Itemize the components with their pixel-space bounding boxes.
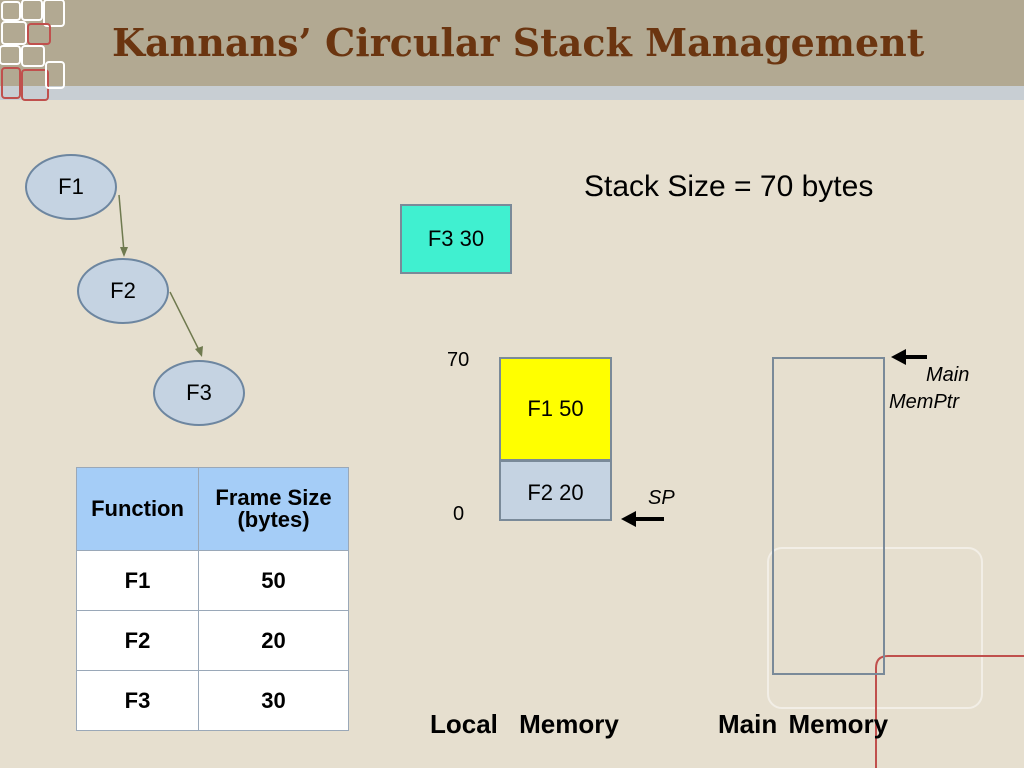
main-memory-label: Main Memory (718, 709, 889, 739)
local-memory-label: Local Memory (430, 709, 619, 739)
edge-f2-f3 (169, 291, 201, 353)
node-f3: F3 (153, 360, 245, 426)
title-bar (0, 0, 1024, 86)
stack-size-label: Stack Size = 70 bytes (584, 170, 874, 203)
edge-f1-f2 (118, 194, 125, 253)
node-f1: F1 (25, 154, 117, 220)
logo-squares-icon (0, 0, 65, 101)
arrowhead-f2-f3 (195, 346, 203, 357)
sp-label: SP (648, 487, 675, 509)
sp-arrow-icon (621, 511, 664, 527)
pending-frame-f3: F3 30 (400, 204, 512, 274)
stack-frame-f1: F1 50 (499, 357, 612, 461)
main-memptr-label-line1: Main (926, 364, 970, 386)
table-row: F3 30 (76, 670, 349, 731)
header-frame-size: Frame Size (bytes) (198, 467, 349, 551)
table-row: F1 50 (76, 550, 349, 611)
main-memptr-label-line2: MemPtr (889, 391, 959, 413)
cell-size: 20 (198, 610, 349, 671)
node-f2: F2 (77, 258, 169, 324)
cell-size: 50 (198, 550, 349, 611)
arrowhead-f1-f2 (120, 247, 128, 257)
title-stripe (0, 86, 1024, 100)
header-function: Function (76, 467, 199, 551)
cell-function: F2 (76, 610, 199, 671)
table-row: F2 20 (76, 610, 349, 671)
table-header-row: Function Frame Size (bytes) (76, 467, 349, 551)
slide-title: Kannans’ Circular Stack Management (112, 20, 925, 65)
stack-frame-f2: F2 20 (499, 460, 612, 521)
frame-size-table: Function Frame Size (bytes) F1 50 F2 20 … (76, 467, 349, 731)
cell-function: F1 (76, 550, 199, 611)
cell-size: 30 (198, 670, 349, 731)
main-memptr-arrow-icon (891, 349, 927, 365)
accent-line (875, 655, 1024, 768)
stack-top-label: 70 (447, 349, 470, 371)
stack-bottom-label: 0 (453, 503, 465, 525)
main-memory-box (772, 357, 885, 675)
cell-function: F3 (76, 670, 199, 731)
